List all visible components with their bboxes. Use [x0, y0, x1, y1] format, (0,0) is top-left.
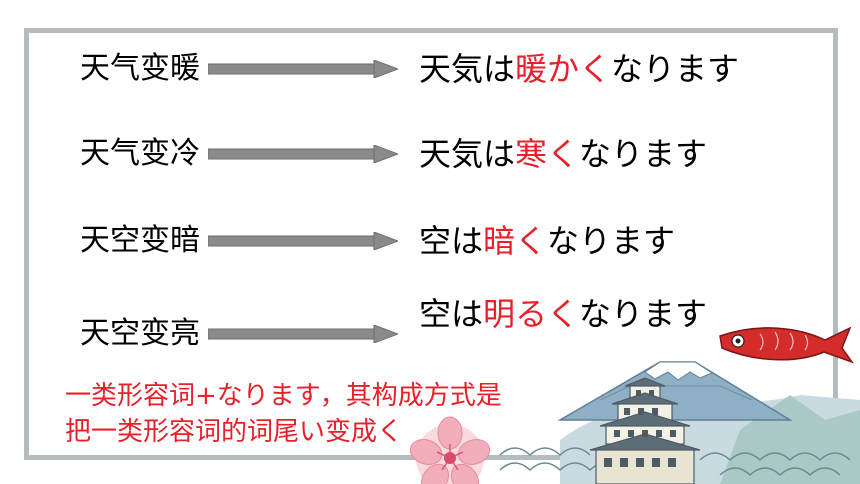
grammar-note-line-2: 把一类形容词的词尾い变成く [65, 417, 404, 447]
content-frame: 天气变暖 天気は暖かくなります 天气变冷 天気は寒くなります 天空变暗 空は暗く… [24, 28, 838, 460]
source-phrase: 天气变暖 [80, 51, 200, 86]
arrow-right-icon [208, 145, 398, 163]
target-phrase: 天気は暖かくなります [419, 49, 739, 89]
target-suffix: なります [611, 50, 740, 88]
target-prefix: 天気は [419, 50, 516, 88]
target-highlight: 明るく [483, 295, 580, 333]
source-phrase: 天空变暗 [80, 223, 200, 258]
grammar-note-line-1: 一类形容词+なります，其构成方式是 [65, 381, 502, 411]
arrow-right-icon [208, 325, 398, 343]
source-phrase: 天气变冷 [80, 136, 200, 171]
target-prefix: 空は [419, 222, 484, 260]
target-prefix: 天気は [419, 135, 516, 173]
conversion-row-1: 天气变暖 天気は暖かくなります [29, 49, 833, 89]
target-phrase: 空は明るくなります [419, 294, 707, 334]
target-phrase: 空は暗くなります [419, 221, 675, 261]
arrow-right-icon [208, 60, 398, 78]
arrow-right-icon [208, 232, 398, 250]
target-suffix: なります [579, 295, 708, 333]
conversion-row-4: 天空变亮 空は明るくなります [29, 295, 833, 351]
target-phrase: 天気は寒くなります [419, 134, 707, 174]
conversion-row-2: 天气变冷 天気は寒くなります [29, 134, 833, 174]
target-prefix: 空は [419, 295, 484, 333]
target-highlight: 暗く [483, 222, 548, 260]
target-suffix: なります [547, 222, 676, 260]
target-highlight: 暖かく [515, 50, 612, 88]
target-highlight: 寒く [515, 135, 580, 173]
conversion-row-3: 天空变暗 空は暗くなります [29, 221, 833, 261]
grammar-note: 一类形容词+なります，其构成方式是 把一类形容词的词尾い变成く [65, 378, 502, 450]
target-suffix: なります [579, 135, 708, 173]
source-phrase: 天空变亮 [80, 316, 200, 351]
